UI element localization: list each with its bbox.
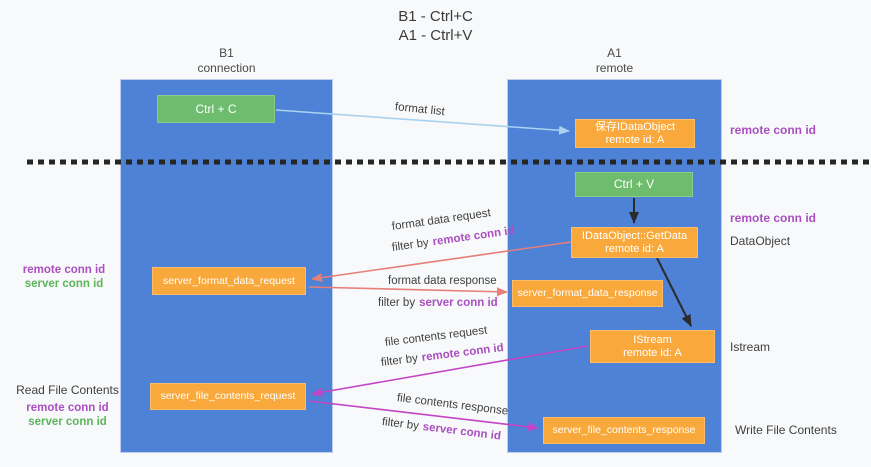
server-file-contents-request-label: server_file_contents_request (160, 390, 296, 402)
server-file-contents-response-box: server_file_contents_response (543, 417, 705, 444)
server-format-data-request-box: server_format_data_request (152, 267, 306, 295)
filter-key: server conn id (419, 297, 498, 309)
getdata-line2: remote id: A (605, 242, 664, 255)
server-format-data-response-label: server_format_data_response (517, 287, 658, 299)
column-a1-name: A1 (607, 46, 622, 60)
remote-conn-id-top-label: remote conn id (730, 123, 817, 137)
column-b1-name: B1 (219, 46, 234, 60)
ctrl-c-box: Ctrl + C (157, 95, 275, 123)
title-line-1: B1 - Ctrl+C (398, 8, 473, 25)
ctrl-v-label: Ctrl + V (613, 177, 655, 191)
ctrl-v-box: Ctrl + V (575, 172, 693, 197)
istream-side-label: Istream (730, 340, 771, 354)
column-a1-role: remote (595, 61, 634, 75)
server-format-data-request-label: server_format_data_request (163, 274, 295, 287)
format-request-arrow (311, 241, 572, 283)
getdata-box: IDataObject::GetData remote id: A (571, 227, 698, 258)
dataobject-label: DataObject (730, 234, 791, 248)
mid-server-conn-id-label: server conn id (24, 278, 104, 290)
format-list-arrow (275, 109, 570, 135)
file-request-arrow (311, 345, 589, 397)
istream-line2: remote id: A (623, 346, 682, 359)
write-file-contents-label: Write File Contents (735, 423, 837, 437)
server-file-contents-request-box: server_file_contents_request (150, 383, 306, 410)
read-server-conn-id-label: server conn id (28, 416, 107, 428)
format-response-arrow (308, 286, 508, 297)
title-line-2: A1 - Ctrl+V (398, 27, 473, 44)
read-file-contents-block: Read File Contents remote conn id server… (15, 383, 120, 429)
server-format-data-response-box: server_format_data_response (512, 280, 663, 307)
getdata-line1: IDataObject::GetData (581, 229, 688, 242)
mid-remote-conn-id-label: remote conn id (22, 264, 106, 276)
ctrl-c-label: Ctrl + C (195, 101, 237, 116)
read-file-contents-label: Read File Contents (16, 383, 119, 397)
istream-box: IStream remote id: A (590, 330, 715, 363)
save-idataobject-line2: remote id: A (605, 133, 665, 146)
column-header-b1: B1 connection (120, 46, 333, 76)
file-response-arrow (308, 400, 539, 432)
column-header-a1: A1 remote (507, 46, 722, 76)
left-conn-id-block: remote conn id server conn id (14, 263, 114, 291)
save-idataobject-box: 保存IDataObject remote id: A (575, 119, 695, 148)
column-b1-role: connection (197, 61, 256, 75)
remote-conn-id-mid-label: remote conn id (730, 211, 817, 225)
save-idataobject-line1: 保存IDataObject (594, 120, 676, 133)
server-file-contents-response-label: server_file_contents_response (552, 424, 696, 436)
getdata-to-istream-arrow (656, 257, 692, 327)
diagram-title: B1 - Ctrl+C A1 - Ctrl+V (0, 7, 871, 45)
read-remote-conn-id-label: remote conn id (26, 402, 109, 414)
istream-line1: IStream (633, 333, 672, 346)
filter-prefix: filter by (378, 297, 416, 309)
format-response-label: format data response (388, 275, 497, 287)
